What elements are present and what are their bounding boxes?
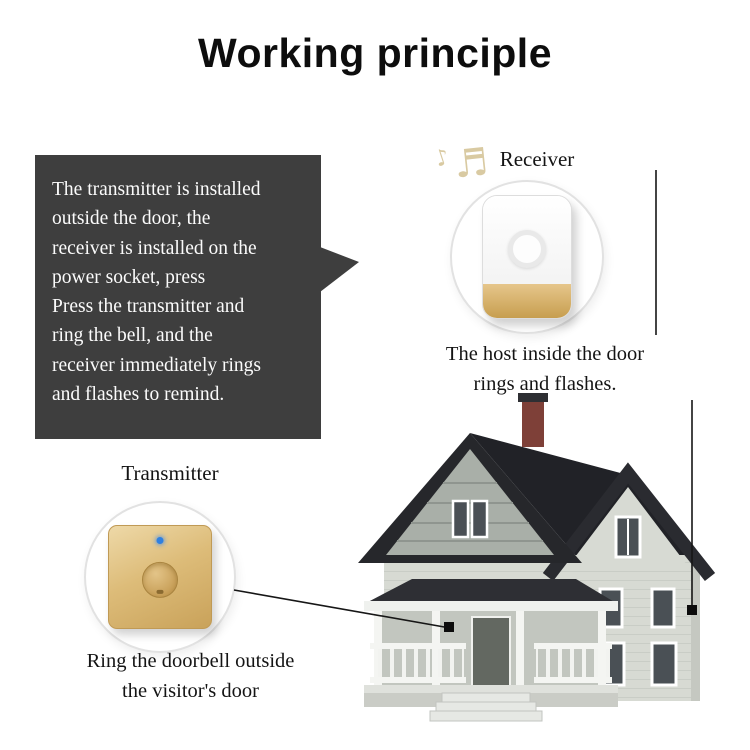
transmitter-badge <box>84 501 236 653</box>
porch <box>364 579 618 707</box>
music-note-small-icon: ♪ <box>431 144 453 173</box>
receiver-gold-band <box>483 284 571 318</box>
chimney <box>518 393 548 447</box>
receiver-speaker-button <box>508 230 546 268</box>
description-bubble: The transmitter is installed outside the… <box>35 155 359 439</box>
porch-steps <box>429 692 543 722</box>
page-title: Working principle <box>198 30 552 76</box>
bubble-tail <box>320 247 359 292</box>
transmitter-caption: Ring the doorbell outside the visitor's … <box>86 650 295 702</box>
right-gable-window <box>614 515 642 559</box>
transmitter-led-indicator <box>156 537 164 544</box>
house-illustration <box>358 393 716 722</box>
transmitter-device <box>108 525 212 629</box>
description-text: The transmitter is installed outside the… <box>52 179 261 405</box>
receiver-device <box>482 195 572 319</box>
left-gable <box>358 433 582 563</box>
front-door <box>471 616 511 688</box>
porch-railing <box>370 643 612 683</box>
receiver-badge <box>450 180 604 334</box>
transmitter-label: Transmitter <box>121 461 219 485</box>
receiver-caption: The host inside the door rings and flash… <box>445 343 645 395</box>
receiver-label: Receiver <box>499 147 575 171</box>
right-gable <box>542 462 716 582</box>
gable-window <box>451 499 489 539</box>
transmitter-ring-button <box>142 561 178 598</box>
